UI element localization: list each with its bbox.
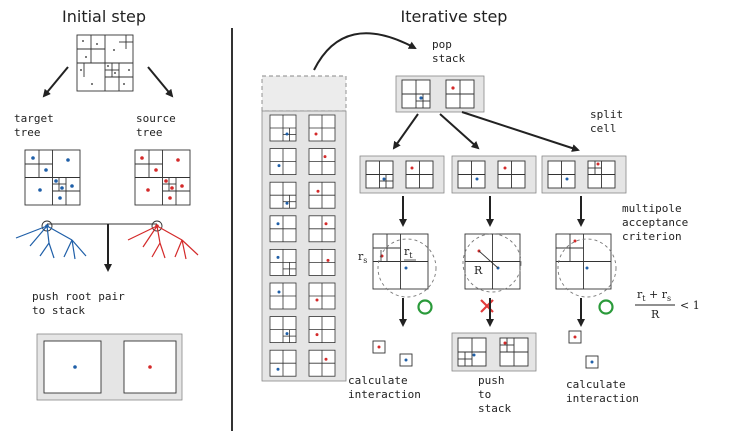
r-t-symbol: rt [404,245,413,260]
mac-check-middle [462,233,522,293]
stack-row [269,316,336,344]
r-s-symbol: rs [358,250,367,265]
stack-row [269,148,336,176]
arrow-to-source-tree [147,66,174,98]
source-tree-quadtree [134,149,191,206]
iterative-step-heading: Iterative step [401,7,508,26]
mac-check-left [372,233,437,298]
split-pair-middle [451,155,537,194]
formula-denominator: R [651,308,660,321]
mac-formula: rt + rs R < 1 [635,288,700,321]
popped-pair [395,75,485,113]
stack-row [269,349,336,377]
accepted-pair-right [568,330,599,369]
arrow-split-left [392,113,419,150]
accept-right-icon [598,299,614,315]
push-to-stack-label-1: push [478,374,505,387]
source-tree-label-2: tree [136,126,163,139]
target-tree-graph [15,220,87,260]
mac-label-2: acceptance [622,216,688,229]
accepted-pair-left [372,340,413,367]
push-root-label-2: to stack [32,304,85,317]
push-to-stack-label-2: to [478,388,491,401]
arrow-split-middle [439,113,480,150]
pop-stack-label-2: stack [432,52,465,65]
target-tree-quadtree [24,149,81,206]
stack-row [269,282,336,310]
target-tree-label-2: tree [14,126,41,139]
formula-numerator: rt + rs [637,288,671,303]
initial-step-heading: Initial step [62,7,146,26]
push-root-label-1: push root pair [32,290,125,303]
stack-row [269,181,336,209]
stack-row [269,248,336,276]
r-distance-symbol: R [474,264,483,277]
source-tree-label-1: source [136,112,176,125]
split-pair-left [359,155,445,194]
arrow-split-right [461,111,580,152]
push-to-stack-label-3: stack [478,402,511,415]
split-cell-label-1: split [590,108,623,121]
calc-right-label-1: calculate [566,378,626,391]
calc-left-label-1: calculate [348,374,408,387]
arrow-to-target-tree [42,66,69,98]
formula-less-than-one: < 1 [680,299,700,312]
root-pair-box [36,333,183,401]
accept-left-icon [417,299,433,315]
mac-label-3: criterion [622,230,682,243]
calc-left-label-2: interaction [348,388,421,401]
mac-label-1: multipole [622,202,682,215]
stack-rows [269,114,336,377]
arrow-pop-stack [313,32,417,71]
calc-right-label-2: interaction [566,392,639,405]
stack-row [269,114,336,142]
stack-row [269,215,336,243]
pushed-pair-middle [451,332,537,372]
mac-check-right [555,233,617,298]
source-tree-graph [127,220,199,260]
target-tree-label-1: target [14,112,54,125]
split-pair-right [541,155,627,194]
pop-stack-label-1: pop [432,38,452,51]
reject-middle-icon [480,299,494,313]
root-quadtree [76,34,134,92]
split-cell-label-2: cell [590,122,617,135]
